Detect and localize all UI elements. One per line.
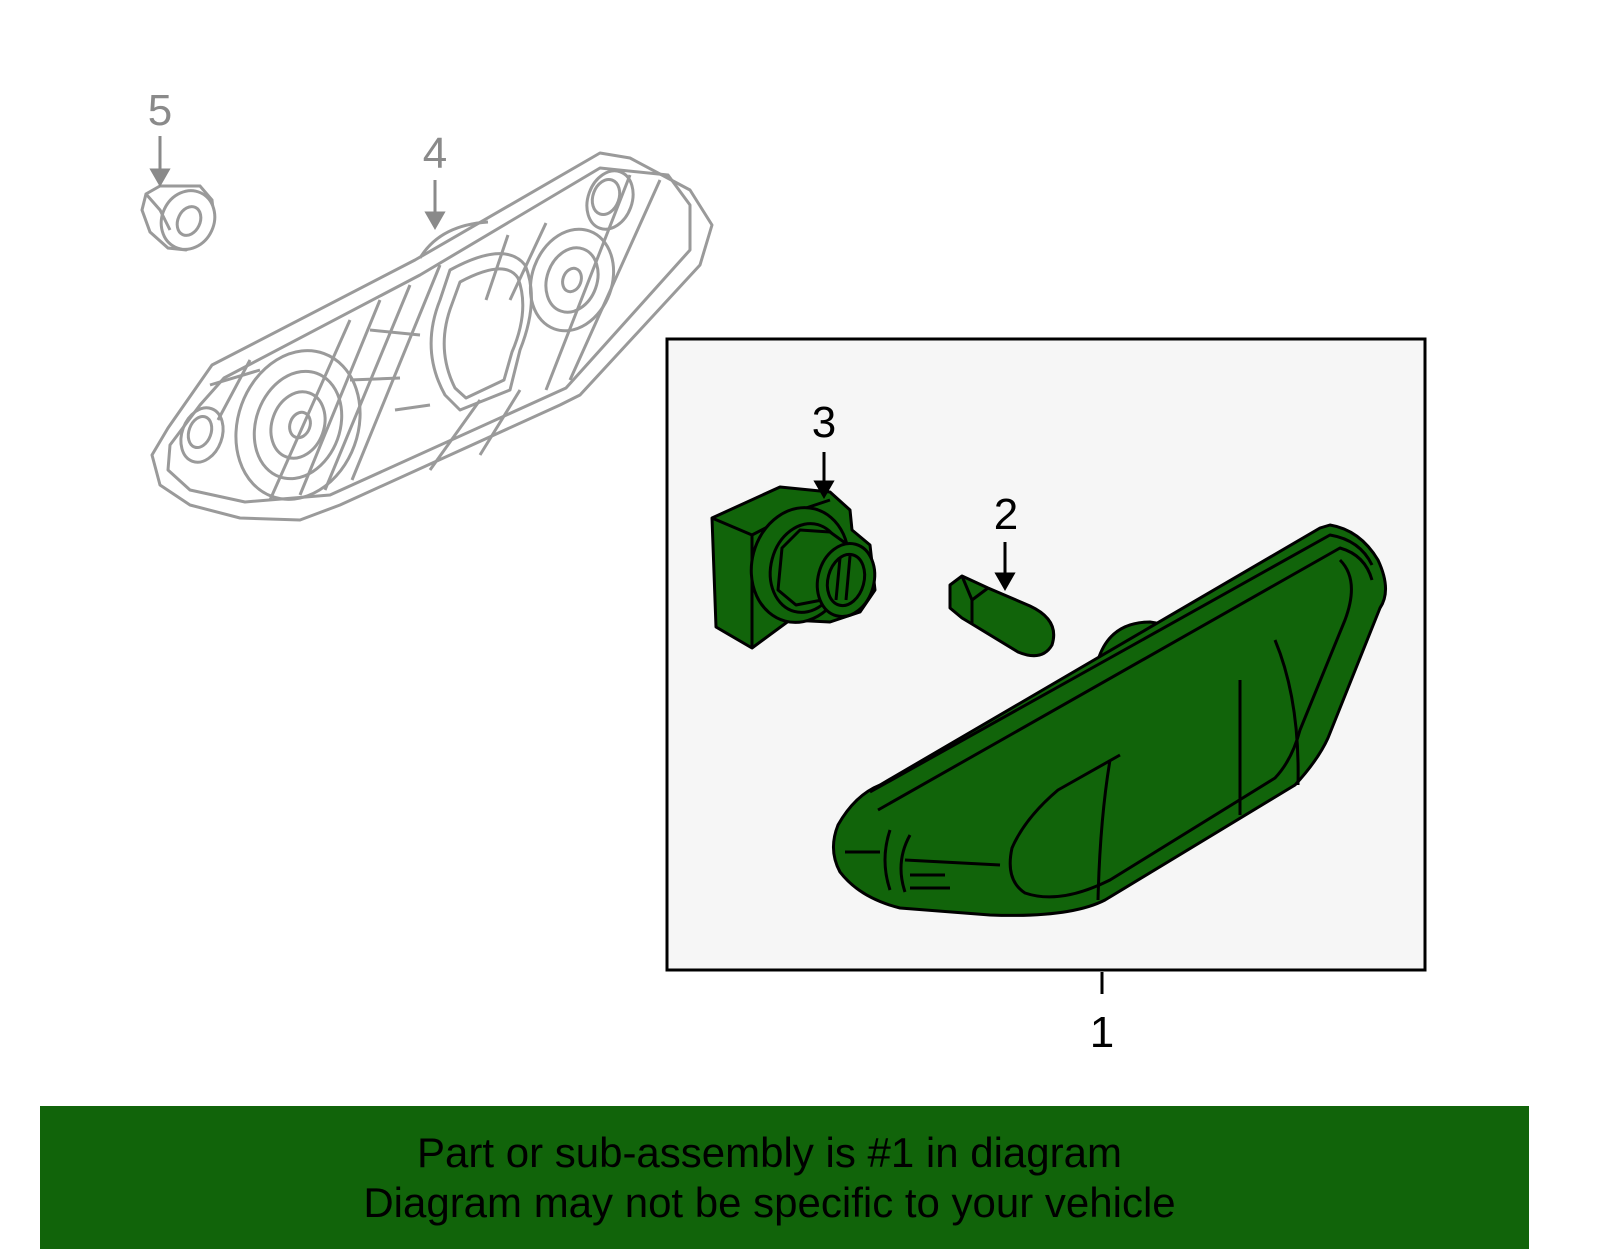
part-2-leader [994,542,1016,592]
part-4-leader [424,180,446,231]
part-1-lamp [832,523,1387,917]
callout-5: 5 [148,86,172,135]
callout-1: 1 [1090,1008,1114,1057]
info-banner: Part or sub-assembly is #1 in diagram Di… [40,1106,1529,1249]
part-4-housing [150,151,714,522]
part-3-socket [710,485,877,650]
part-2-bulb [948,574,1056,658]
part-3-leader [813,452,835,500]
part-5-nut [140,184,217,252]
banner-background [40,1106,1529,1249]
part-5-leader [149,136,171,188]
banner-line-1: Part or sub-assembly is #1 in diagram [417,1128,1122,1176]
banner-line-2: Diagram may not be specific to your vehi… [363,1178,1176,1226]
callout-2: 2 [994,490,1018,539]
callout-3: 3 [812,398,836,447]
callout-4: 4 [423,129,447,178]
